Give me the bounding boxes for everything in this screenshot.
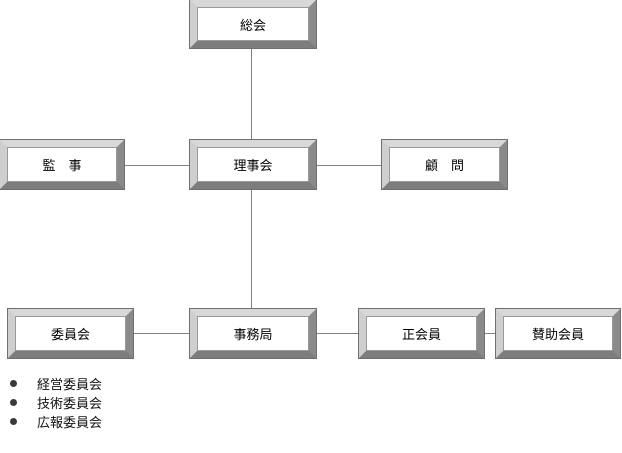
bullet-icon bbox=[10, 418, 17, 425]
node-committee-label: 委員会 bbox=[15, 316, 126, 351]
node-advisor-label: 顧 問 bbox=[389, 147, 500, 182]
node-committee: 委員会 bbox=[7, 308, 134, 359]
node-regular-member: 正会員 bbox=[358, 308, 485, 359]
node-board-label: 理事会 bbox=[197, 147, 309, 182]
connector-auditor-board bbox=[124, 165, 190, 166]
node-supporting-member: 賛助会員 bbox=[495, 308, 621, 359]
node-board: 理事会 bbox=[189, 139, 317, 190]
committee-name: 技術委員会 bbox=[37, 397, 103, 412]
committee-list-item: 広報委員会 bbox=[10, 412, 102, 431]
node-supporting-member-label: 賛助会員 bbox=[503, 316, 613, 351]
connector-regular-supporting bbox=[484, 333, 496, 334]
node-auditor: 監 事 bbox=[0, 139, 125, 190]
connector-general-board bbox=[251, 48, 252, 140]
committee-list-item: 経営委員会 bbox=[10, 374, 102, 393]
node-secretariat: 事務局 bbox=[189, 308, 317, 359]
node-general-meeting: 総会 bbox=[189, 0, 317, 49]
bullet-icon bbox=[10, 380, 17, 387]
connector-board-secretariat bbox=[251, 190, 252, 309]
committee-name: 広報委員会 bbox=[37, 416, 103, 431]
bullet-icon bbox=[10, 399, 17, 406]
committee-list-item: 技術委員会 bbox=[10, 393, 102, 412]
committee-list: 経営委員会 技術委員会 広報委員会 bbox=[10, 374, 102, 431]
connector-committee-secretariat bbox=[133, 333, 190, 334]
node-secretariat-label: 事務局 bbox=[197, 316, 309, 351]
connector-secretariat-regular bbox=[316, 333, 359, 334]
node-auditor-label: 監 事 bbox=[7, 147, 117, 182]
connector-board-advisor bbox=[316, 165, 382, 166]
node-regular-member-label: 正会員 bbox=[366, 316, 477, 351]
node-general-meeting-label: 総会 bbox=[197, 7, 309, 41]
committee-name: 経営委員会 bbox=[37, 378, 103, 393]
node-advisor: 顧 問 bbox=[381, 139, 508, 190]
